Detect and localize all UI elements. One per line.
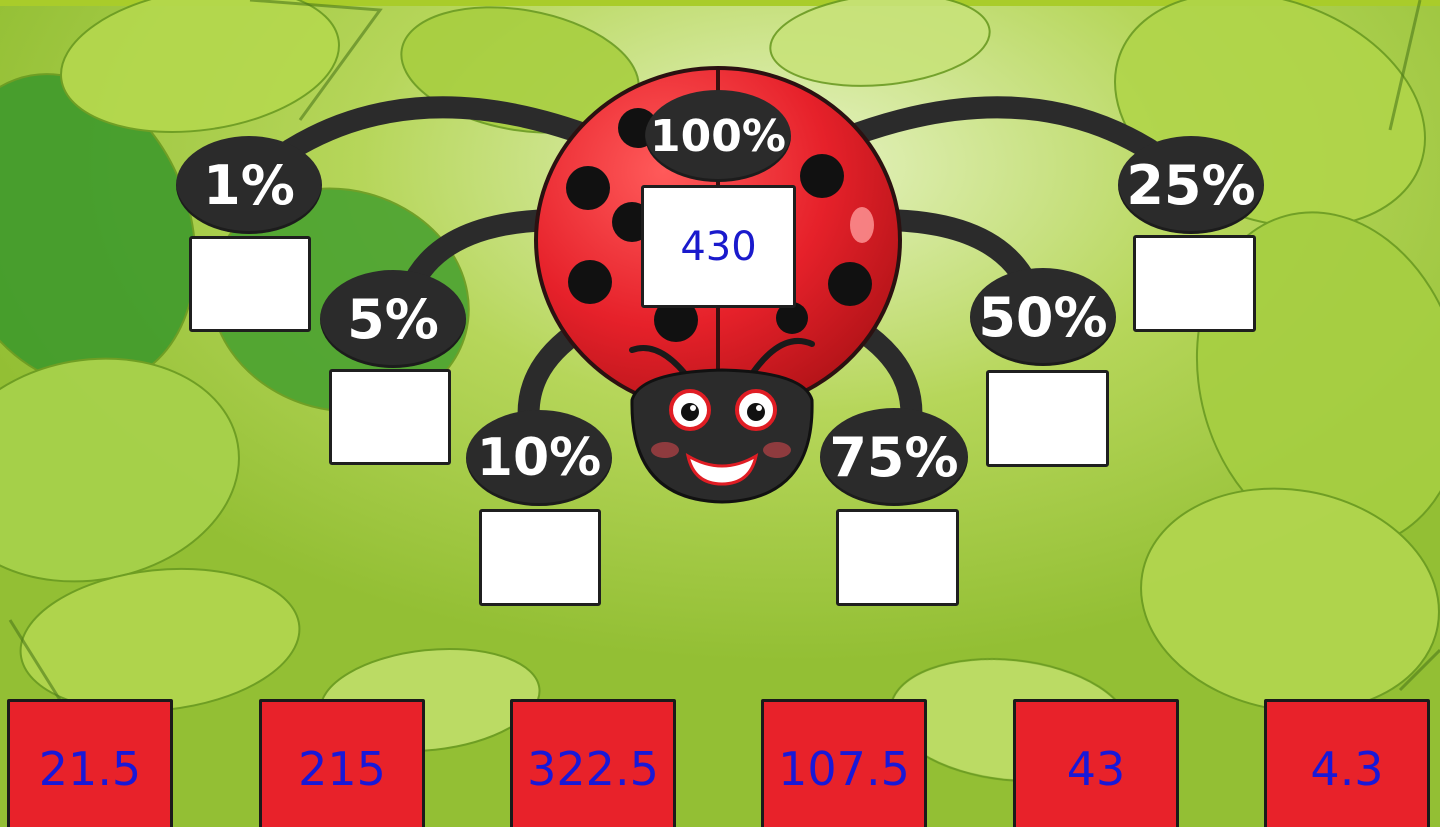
answer-tile[interactable]: 322.5 <box>510 699 676 827</box>
ladybug-face <box>632 370 812 502</box>
label-1-percent: 1% <box>176 136 322 234</box>
answer-tile[interactable]: 43 <box>1013 699 1179 827</box>
answer-slot-75-percent[interactable] <box>836 509 959 606</box>
answer-tile[interactable]: 107.5 <box>761 699 927 827</box>
center-value-box: 430 <box>641 185 796 308</box>
answer-tile[interactable]: 215 <box>259 699 425 827</box>
answer-slot-1-percent[interactable] <box>189 236 311 332</box>
answer-slot-10-percent[interactable] <box>479 509 601 606</box>
label-75-percent: 75% <box>820 408 968 506</box>
answer-tile[interactable]: 4.3 <box>1264 699 1430 827</box>
answer-slot-5-percent[interactable] <box>329 369 451 465</box>
label-10-percent: 10% <box>466 410 612 506</box>
answer-slot-25-percent[interactable] <box>1133 235 1256 332</box>
label-50-percent: 50% <box>970 268 1116 366</box>
label-25-percent: 25% <box>1118 136 1264 234</box>
label-100-percent: 100% <box>645 90 791 182</box>
answer-slot-50-percent[interactable] <box>986 370 1109 467</box>
label-5-percent: 5% <box>320 270 466 368</box>
answer-tile[interactable]: 21.5 <box>7 699 173 827</box>
